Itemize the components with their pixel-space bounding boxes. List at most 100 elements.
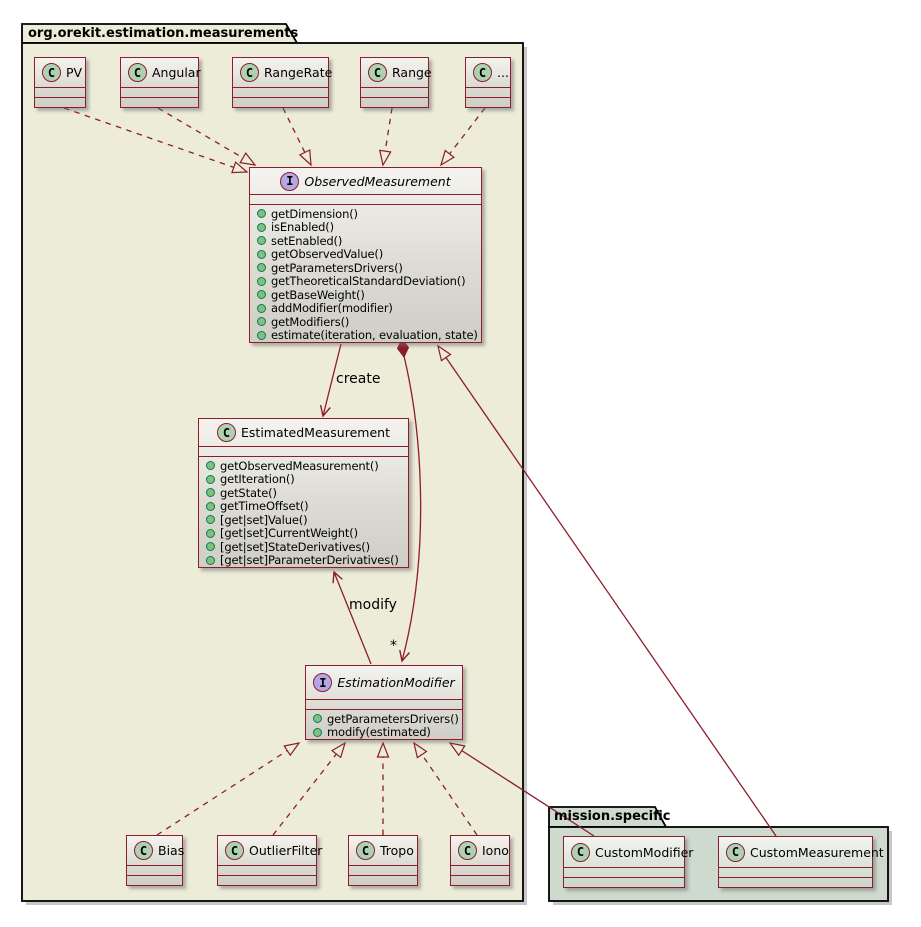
method-row: getParametersDrivers() bbox=[306, 712, 462, 726]
class-title: C Bias bbox=[127, 836, 185, 865]
public-method-icon bbox=[206, 501, 215, 511]
method-label: getBaseWeight() bbox=[271, 287, 365, 302]
public-method-icon bbox=[257, 317, 266, 327]
class-name: Tropo bbox=[380, 843, 414, 858]
public-method-icon bbox=[313, 727, 322, 737]
class-icon: C bbox=[217, 423, 237, 442]
arrow-create-observedmeasurement-to-estimatedmeasurement bbox=[319, 343, 342, 418]
class-icon: C bbox=[134, 841, 153, 860]
fields-compartment bbox=[306, 699, 462, 709]
method-label: [get|set]Value() bbox=[220, 512, 308, 527]
interface-observedmeasurement: I ObservedMeasurement getDimension() isE… bbox=[249, 167, 482, 343]
interface-name: ObservedMeasurement bbox=[304, 173, 451, 189]
class-icon: C bbox=[458, 841, 477, 860]
class-name: Bias bbox=[158, 843, 185, 858]
public-method-icon bbox=[257, 263, 266, 273]
class-estimatedmeasurement: C EstimatedMeasurement getObservedMeasur… bbox=[198, 418, 409, 568]
public-method-icon bbox=[206, 488, 215, 498]
class-title: C CustomMeasurement bbox=[719, 837, 884, 867]
public-method-icon bbox=[206, 528, 215, 538]
class-name: ... bbox=[497, 65, 509, 80]
method-label: addModifier(modifier) bbox=[271, 301, 393, 316]
method-label: getDimension() bbox=[271, 206, 358, 221]
methods-compartment: getParametersDrivers() modify(estimated) bbox=[306, 709, 462, 739]
fields-compartment bbox=[218, 865, 316, 875]
package-mission-title: mission.specific bbox=[554, 809, 671, 824]
methods-compartment bbox=[451, 875, 509, 885]
interface-estimationmodifier: I EstimationModifier getParametersDriver… bbox=[305, 665, 463, 740]
methods-compartment bbox=[218, 875, 316, 885]
public-method-icon bbox=[257, 330, 266, 340]
class-icon: C bbox=[240, 63, 259, 82]
method-label: [get|set]CurrentWeight() bbox=[220, 526, 358, 541]
methods-compartment bbox=[361, 97, 428, 107]
class-name: RangeRate bbox=[264, 65, 333, 80]
fields-compartment bbox=[466, 87, 510, 97]
arrow-range-to-observedmeasurement bbox=[378, 107, 393, 167]
methods-compartment bbox=[121, 97, 198, 107]
interface-icon: I bbox=[313, 673, 333, 692]
fields-compartment bbox=[719, 867, 872, 877]
method-label: getParametersDrivers() bbox=[271, 260, 403, 275]
methods-compartment bbox=[349, 875, 417, 885]
arrow-modify-estimationmodifier-to-estimatedmeasurement bbox=[332, 570, 372, 665]
arrow-ellipsis-to-observedmeasurement bbox=[439, 107, 486, 167]
method-row: getObservedValue() bbox=[250, 247, 481, 261]
method-label: isEnabled() bbox=[271, 220, 334, 235]
arrow-angular-to-observedmeasurement bbox=[157, 107, 257, 166]
class-name: CustomMeasurement bbox=[750, 844, 884, 860]
method-label: estimate(iteration, evaluation, state) bbox=[271, 328, 478, 343]
methods-compartment bbox=[719, 877, 872, 887]
class-title: C RangeRate bbox=[233, 58, 332, 87]
fields-compartment bbox=[564, 867, 684, 877]
edge-label-multiplicity: * bbox=[390, 638, 397, 654]
class-name: Iono bbox=[482, 843, 509, 858]
interface-icon: I bbox=[280, 171, 300, 191]
method-label: getTheoreticalStandardDeviation() bbox=[271, 274, 466, 289]
method-label: getObservedMeasurement() bbox=[220, 458, 379, 473]
class-range: C Range bbox=[360, 57, 432, 108]
method-row: getTheoreticalStandardDeviation() bbox=[250, 274, 481, 289]
public-method-icon bbox=[206, 542, 215, 552]
class-angular: C Angular bbox=[120, 57, 201, 108]
public-method-icon bbox=[257, 276, 266, 286]
method-row: [get|set]ParameterDerivatives() bbox=[199, 553, 408, 568]
method-row: addModifier(modifier) bbox=[250, 301, 481, 316]
method-row: [get|set]StateDerivatives() bbox=[199, 540, 408, 554]
class-icon: C bbox=[225, 841, 244, 860]
class-title: C ... bbox=[466, 58, 510, 87]
class-icon: C bbox=[356, 841, 375, 860]
methods-compartment bbox=[233, 97, 328, 107]
class-custommeasurement: C CustomMeasurement bbox=[718, 836, 884, 888]
class-title: C Tropo bbox=[349, 836, 417, 865]
public-method-icon bbox=[257, 303, 266, 313]
class-icon: C bbox=[128, 63, 147, 82]
class-title: C Iono bbox=[451, 836, 509, 865]
method-label: getTimeOffset() bbox=[220, 499, 309, 514]
class-icon: C bbox=[571, 842, 590, 862]
method-label: [get|set]ParameterDerivatives() bbox=[220, 553, 399, 568]
public-method-icon bbox=[313, 714, 322, 724]
method-label: getParametersDrivers() bbox=[327, 711, 459, 726]
class-custommodifier: C CustomModifier bbox=[563, 836, 693, 888]
public-method-icon bbox=[206, 461, 215, 471]
method-row: getBaseWeight() bbox=[250, 288, 481, 302]
edge-label-modify: modify bbox=[349, 597, 397, 613]
methods-compartment bbox=[35, 97, 85, 107]
class-icon: C bbox=[42, 63, 61, 82]
class-title: C PV bbox=[35, 58, 85, 87]
fields-compartment bbox=[361, 87, 428, 97]
fields-compartment bbox=[349, 865, 417, 875]
class-name: Angular bbox=[152, 65, 201, 80]
arrow-outlierfilter-to-estimationmodifier bbox=[272, 741, 347, 836]
arrow-observedmeasurement-to-estimationmodifier bbox=[399, 355, 422, 663]
method-row: [get|set]Value() bbox=[199, 513, 408, 527]
public-method-icon bbox=[206, 555, 215, 565]
fields-compartment bbox=[451, 865, 509, 875]
method-row: getState() bbox=[199, 486, 408, 500]
class-outlierfilter: C OutlierFilter bbox=[217, 835, 322, 886]
methods-compartment bbox=[466, 97, 510, 107]
class-icon: C bbox=[368, 63, 387, 82]
